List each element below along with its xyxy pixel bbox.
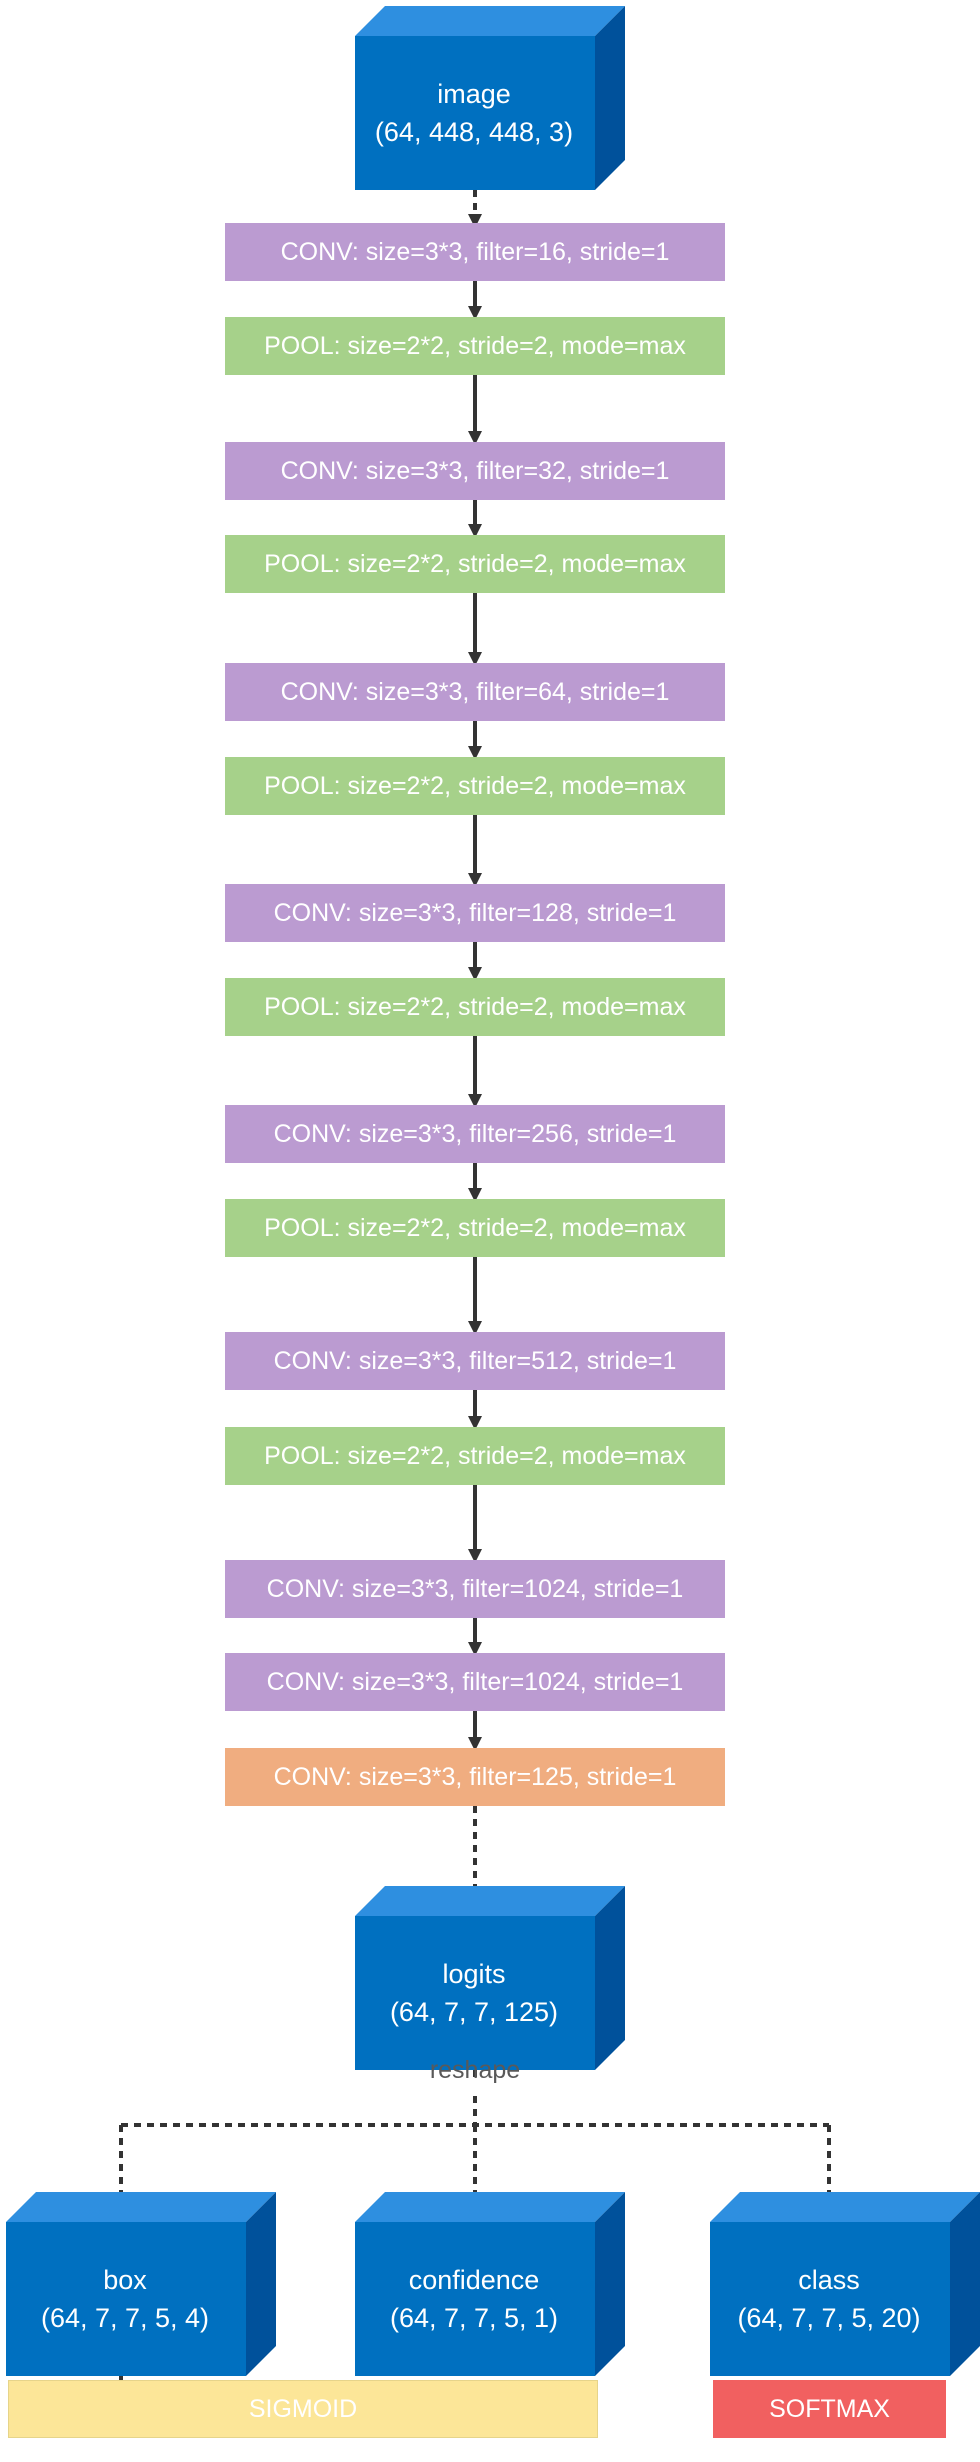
confidence-shape: (64, 7, 7, 5, 1) xyxy=(389,2303,559,2333)
layer-conv-2: CONV: size=3*3, filter=32, stride=1 xyxy=(225,442,725,500)
input-image-tensor: image (64, 448, 448, 3) xyxy=(355,6,625,190)
confidence-name: confidence xyxy=(408,2265,540,2295)
layer-conv-3: CONV: size=3*3, filter=64, stride=1 xyxy=(225,663,725,721)
reshape-label: reshape xyxy=(429,2056,521,2084)
layer-pool-4: POOL: size=2*2, stride=2, mode=max xyxy=(225,978,725,1036)
softmax-activation: SOFTMAX xyxy=(713,2380,946,2438)
layer-pool-5: POOL: size=2*2, stride=2, mode=max xyxy=(225,1199,725,1257)
sigmoid-activation: SIGMOID xyxy=(8,2380,598,2438)
layer-conv-6: CONV: size=3*3, filter=512, stride=1 xyxy=(225,1332,725,1390)
box-name: box xyxy=(103,2265,147,2295)
cube-shape xyxy=(355,2192,625,2376)
layer-conv-7: CONV: size=3*3, filter=1024, stride=1 xyxy=(225,1560,725,1618)
confidence-tensor: confidence (64, 7, 7, 5, 1) xyxy=(355,2192,625,2376)
layer-conv-5: CONV: size=3*3, filter=256, stride=1 xyxy=(225,1105,725,1163)
box-tensor: box (64, 7, 7, 5, 4) xyxy=(6,2192,276,2376)
cube-shape xyxy=(710,2192,980,2376)
logits-tensor: logits (64, 7, 7, 125) xyxy=(355,1886,625,2070)
input-shape: (64, 448, 448, 3) xyxy=(374,117,574,147)
cube-shape xyxy=(355,1886,625,2070)
layer-pool-3: POOL: size=2*2, stride=2, mode=max xyxy=(225,757,725,815)
layer-pool-1: POOL: size=2*2, stride=2, mode=max xyxy=(225,317,725,375)
layer-pool-6: POOL: size=2*2, stride=2, mode=max xyxy=(225,1427,725,1485)
layer-conv-8: CONV: size=3*3, filter=1024, stride=1 xyxy=(225,1653,725,1711)
class-name: class xyxy=(798,2265,860,2295)
class-tensor: class (64, 7, 7, 5, 20) xyxy=(710,2192,980,2376)
input-name: image xyxy=(437,79,511,109)
cube-shape xyxy=(355,6,625,190)
layer-conv-4: CONV: size=3*3, filter=128, stride=1 xyxy=(225,884,725,942)
logits-shape: (64, 7, 7, 125) xyxy=(389,1997,559,2027)
class-shape: (64, 7, 7, 5, 20) xyxy=(737,2303,921,2333)
layer-conv-1: CONV: size=3*3, filter=16, stride=1 xyxy=(225,223,725,281)
layer-pool-2: POOL: size=2*2, stride=2, mode=max xyxy=(225,535,725,593)
layer-conv-final: CONV: size=3*3, filter=125, stride=1 xyxy=(225,1748,725,1806)
box-shape: (64, 7, 7, 5, 4) xyxy=(40,2303,210,2333)
logits-name: logits xyxy=(442,1959,506,1989)
cube-shape xyxy=(6,2192,276,2376)
